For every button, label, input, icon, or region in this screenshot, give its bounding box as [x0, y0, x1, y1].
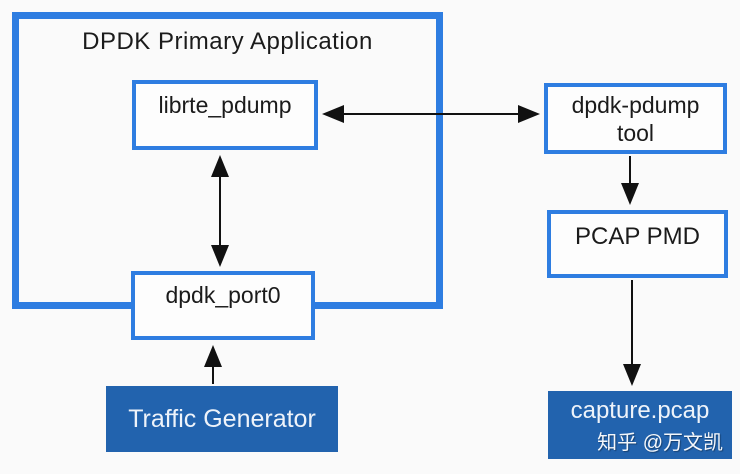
node-traffic-generator-label: Traffic Generator [128, 404, 316, 433]
node-dpdk-pdump-tool-label-line1: dpdk-pdump [571, 91, 700, 118]
node-dpdk-port0-label: dpdk_port0 [165, 282, 281, 308]
node-dpdk-pdump-tool-label-line2: tool [616, 119, 655, 146]
node-pcap-pmd: PCAP PMD [547, 210, 728, 278]
dpdk-primary-application-container: DPDK Primary Application [12, 12, 443, 309]
node-pcap-pmd-label: PCAP PMD [575, 223, 700, 250]
node-capture-pcap-label: capture.pcap [570, 397, 710, 424]
node-librte-pdump-label: librte_pdump [158, 92, 292, 118]
node-traffic-generator: Traffic Generator [106, 386, 338, 452]
node-capture-pcap: capture.pcap 知乎 @万文凯 [548, 391, 732, 459]
watermark-zhihu: 知乎 @万文凯 [597, 432, 723, 454]
node-librte-pdump: librte_pdump [132, 80, 318, 150]
node-dpdk-port0: dpdk_port0 [131, 271, 315, 340]
container-title: DPDK Primary Application [82, 28, 373, 55]
node-dpdk-pdump-tool: dpdk-pdump tool [544, 83, 727, 154]
